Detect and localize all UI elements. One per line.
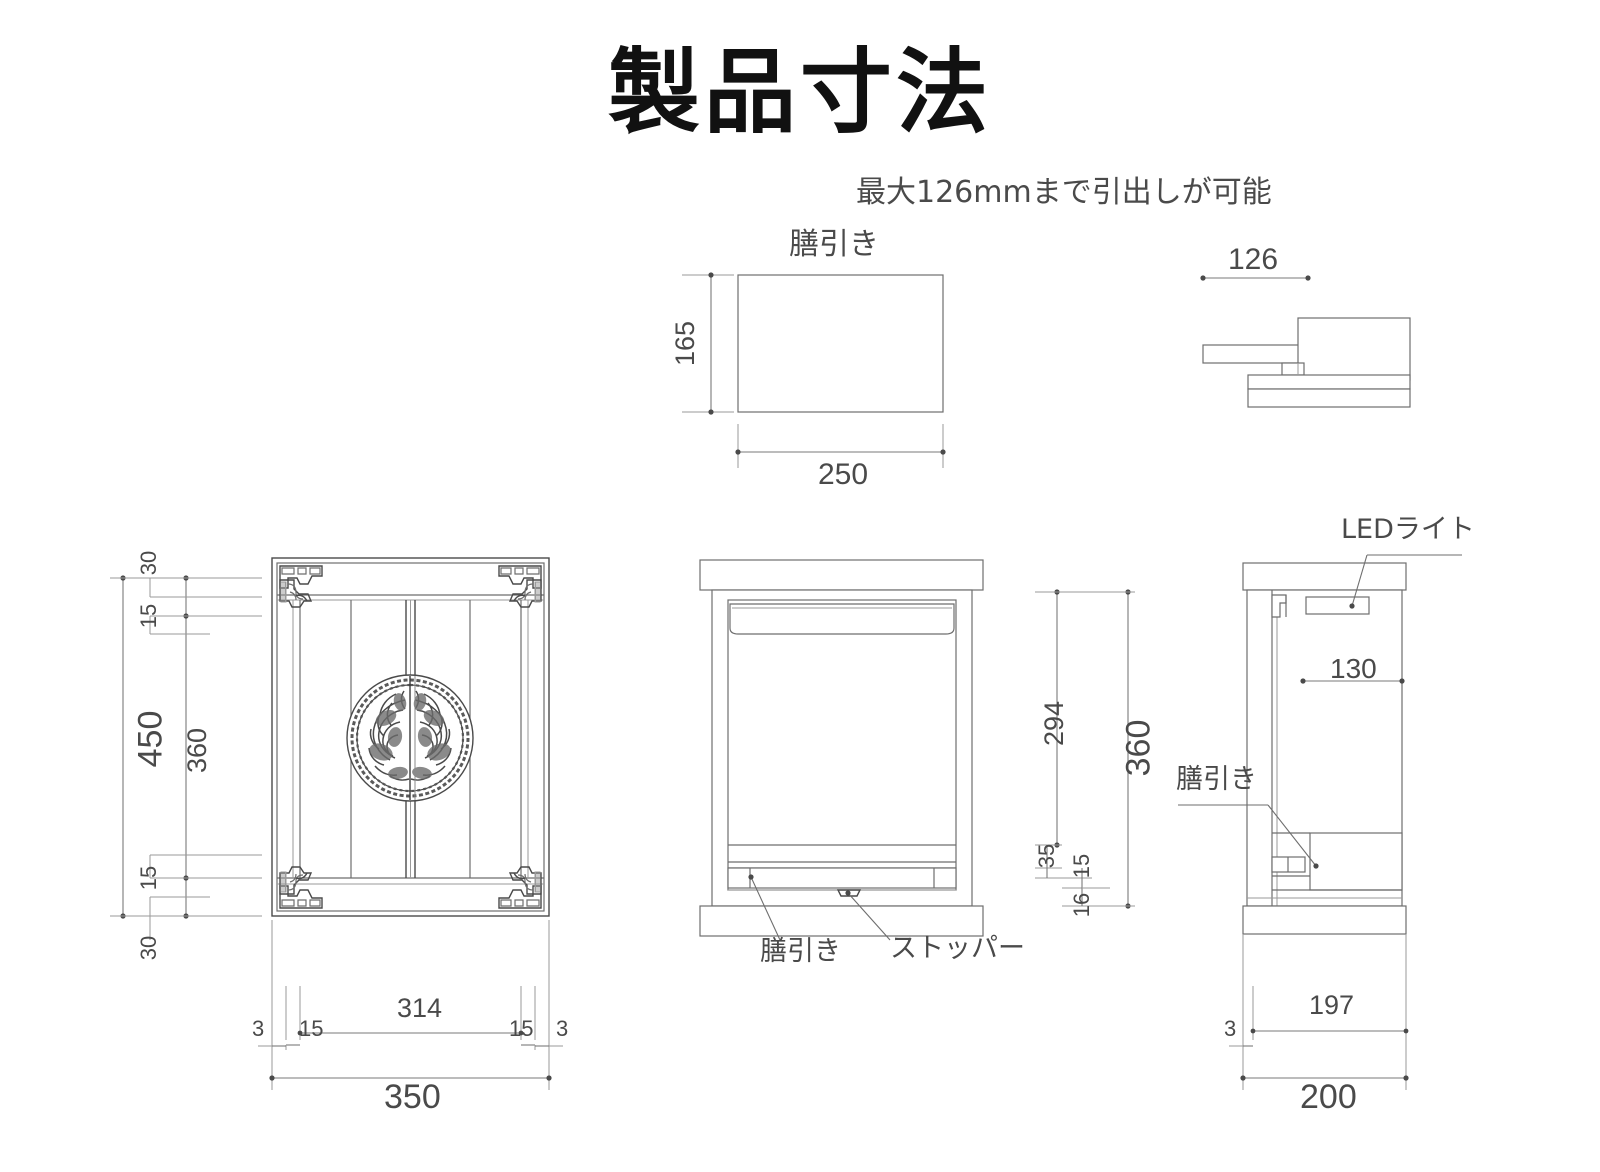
dim-tray-height-165: 165: [670, 320, 701, 367]
dim-depth-inner-130: 130: [1330, 653, 1377, 684]
dim-total-width-350: 350: [384, 1078, 441, 1116]
dim-body-depth-197: 197: [1309, 990, 1355, 1020]
dim-opening-height-360: 360: [1119, 719, 1158, 777]
dim-bottom-inner-15: 15: [136, 865, 162, 891]
dim-15-interior: 15: [1069, 853, 1095, 879]
dim-top-rail-30: 30: [136, 550, 162, 576]
dim-inner-height-294: 294: [1039, 700, 1070, 747]
side-section-view-geometry: [1178, 554, 1462, 935]
front-elevation-vertical-dimensions: [110, 575, 262, 940]
led-light-label: LEDライト: [1341, 514, 1475, 545]
dim-total-depth-200: 200: [1300, 1078, 1357, 1116]
front-elevation-geometry: [271, 557, 550, 917]
tray-top-view-geometry: [682, 272, 946, 468]
dim-35: 35: [1034, 843, 1060, 869]
dim-left-edge-3: 3: [252, 1016, 265, 1041]
side-section-horizontal-dimensions: [1229, 934, 1409, 1090]
max-extension-note: 最大126mmまで引出しが可能: [856, 175, 1272, 210]
tray-extension-view-geometry: [1200, 275, 1411, 408]
side-tray-label: 膳引き: [1176, 764, 1257, 795]
door-medallion-ornament: [346, 674, 474, 802]
dim-left-stile-15: 15: [299, 1016, 324, 1041]
page-title: 製品寸法: [607, 42, 992, 144]
dim-door-height-360: 360: [182, 727, 213, 774]
dim-16: 16: [1069, 892, 1095, 918]
dim-bottom-rail-30: 30: [136, 935, 162, 961]
interior-tray-label: 膳引き: [760, 936, 841, 967]
interior-front-view-geometry: [699, 559, 984, 941]
tray-top-view-label: 膳引き: [789, 227, 879, 262]
dim-extension-126: 126: [1228, 243, 1279, 276]
dim-tray-width-250: 250: [818, 458, 869, 491]
dim-door-width-314: 314: [397, 993, 443, 1023]
interior-vertical-dimensions: [1035, 589, 1135, 909]
dim-right-stile-15: 15: [509, 1016, 534, 1041]
front-elevation-horizontal-dimensions: [258, 920, 563, 1090]
dim-front-edge-3: 3: [1224, 1016, 1237, 1041]
dim-top-inner-15: 15: [136, 603, 162, 629]
dim-total-height-450: 450: [131, 710, 170, 768]
dim-right-edge-3: 3: [556, 1016, 569, 1041]
stopper-label: ストッパー: [890, 933, 1025, 964]
